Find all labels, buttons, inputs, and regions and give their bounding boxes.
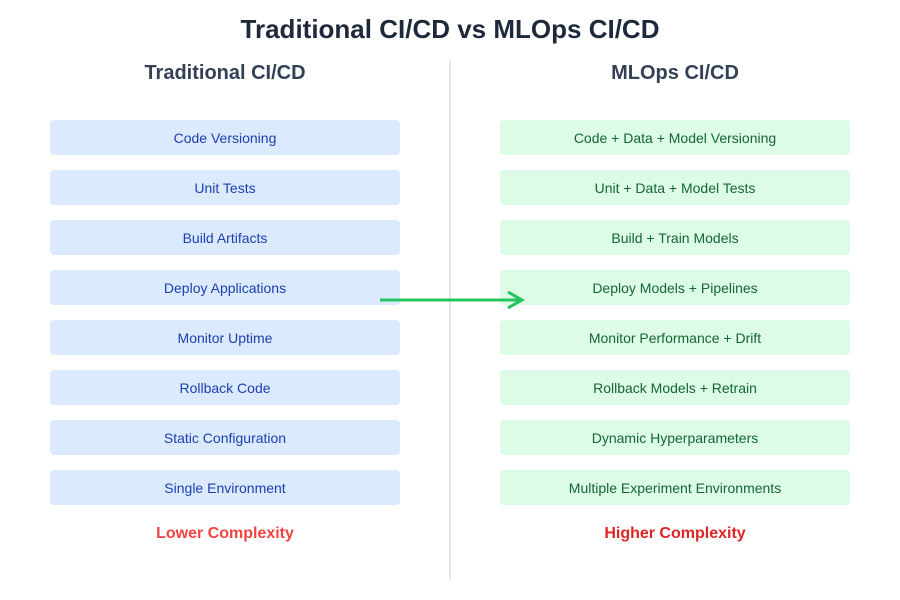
- traditional-heading: Traditional CI/CD: [144, 62, 306, 84]
- mlops-item: Monitor Performance + Drift: [500, 320, 850, 355]
- traditional-item: Rollback Code: [50, 370, 400, 405]
- mlops-item: Dynamic Hyperparameters: [500, 420, 850, 455]
- mlops-item: Multiple Experiment Environments: [500, 470, 850, 505]
- mlops-column: Code + Data + Model Versioning Unit + Da…: [500, 120, 850, 520]
- traditional-item: Unit Tests: [50, 170, 400, 205]
- traditional-item: Build Artifacts: [50, 220, 400, 255]
- traditional-item: Single Environment: [50, 470, 400, 505]
- traditional-item: Static Configuration: [50, 420, 400, 455]
- traditional-column: Code Versioning Unit Tests Build Artifac…: [50, 120, 400, 520]
- higher-complexity-label: Higher Complexity: [604, 525, 746, 542]
- mlops-item: Unit + Data + Model Tests: [500, 170, 850, 205]
- mlops-heading: MLOps CI/CD: [611, 62, 739, 84]
- diagram-title: Traditional CI/CD vs MLOps CI/CD: [240, 14, 660, 44]
- mlops-item: Deploy Models + Pipelines: [500, 270, 850, 305]
- mlops-item: Code + Data + Model Versioning: [500, 120, 850, 155]
- traditional-item: Code Versioning: [50, 120, 400, 155]
- lower-complexity-label: Lower Complexity: [156, 525, 294, 542]
- mlops-item: Rollback Models + Retrain: [500, 370, 850, 405]
- mlops-item: Build + Train Models: [500, 220, 850, 255]
- traditional-item: Monitor Uptime: [50, 320, 400, 355]
- traditional-item: Deploy Applications: [50, 270, 400, 305]
- column-divider: [449, 60, 451, 580]
